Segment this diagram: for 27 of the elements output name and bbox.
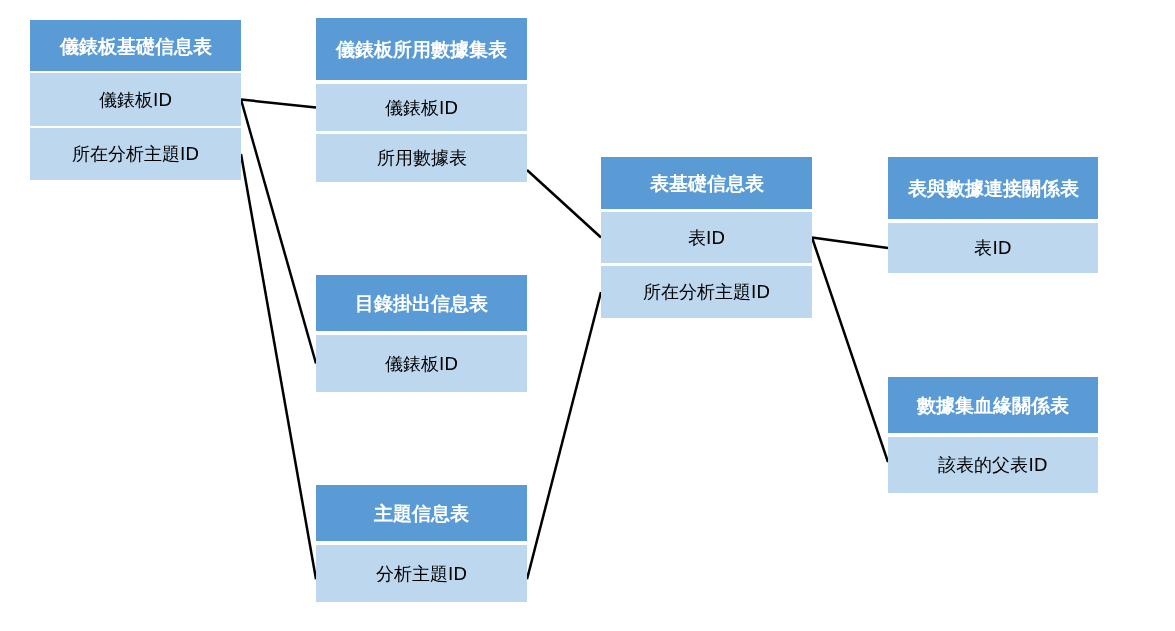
- table-row: 所在分析主題ID: [601, 266, 812, 318]
- connector-line: [240, 98, 317, 109]
- table: [316, 485, 527, 602]
- table-row: 所用數據表: [316, 134, 527, 182]
- table-header: 表與數據連接關係表: [888, 157, 1098, 219]
- table-row: 所在分析主題ID: [30, 128, 241, 180]
- table-row: 儀錶板ID: [316, 84, 527, 131]
- table-row: 儀錶板ID: [30, 73, 241, 126]
- table-row: 分析主題ID: [316, 545, 527, 602]
- table: [601, 157, 812, 318]
- table-row: 表ID: [601, 212, 812, 263]
- table-header: 儀錶板基礎信息表: [30, 20, 241, 71]
- table-header: 儀錶板所用數據集表: [316, 18, 527, 80]
- table-row: 儀錶板ID: [316, 335, 527, 392]
- table-header: 目錄掛出信息表: [316, 275, 527, 331]
- connector-line: [526, 169, 602, 239]
- connector-line: [811, 236, 889, 250]
- table: [30, 20, 241, 180]
- table: [316, 18, 527, 182]
- table-header: 主題信息表: [316, 485, 527, 541]
- table-header: 數據集血緣關係表: [888, 377, 1098, 433]
- table: [888, 157, 1098, 273]
- table-row: 該表的父表ID: [888, 437, 1098, 493]
- table-row: 表ID: [888, 223, 1098, 273]
- table: [888, 377, 1098, 493]
- table: [316, 275, 527, 392]
- table-header: 表基礎信息表: [601, 157, 812, 209]
